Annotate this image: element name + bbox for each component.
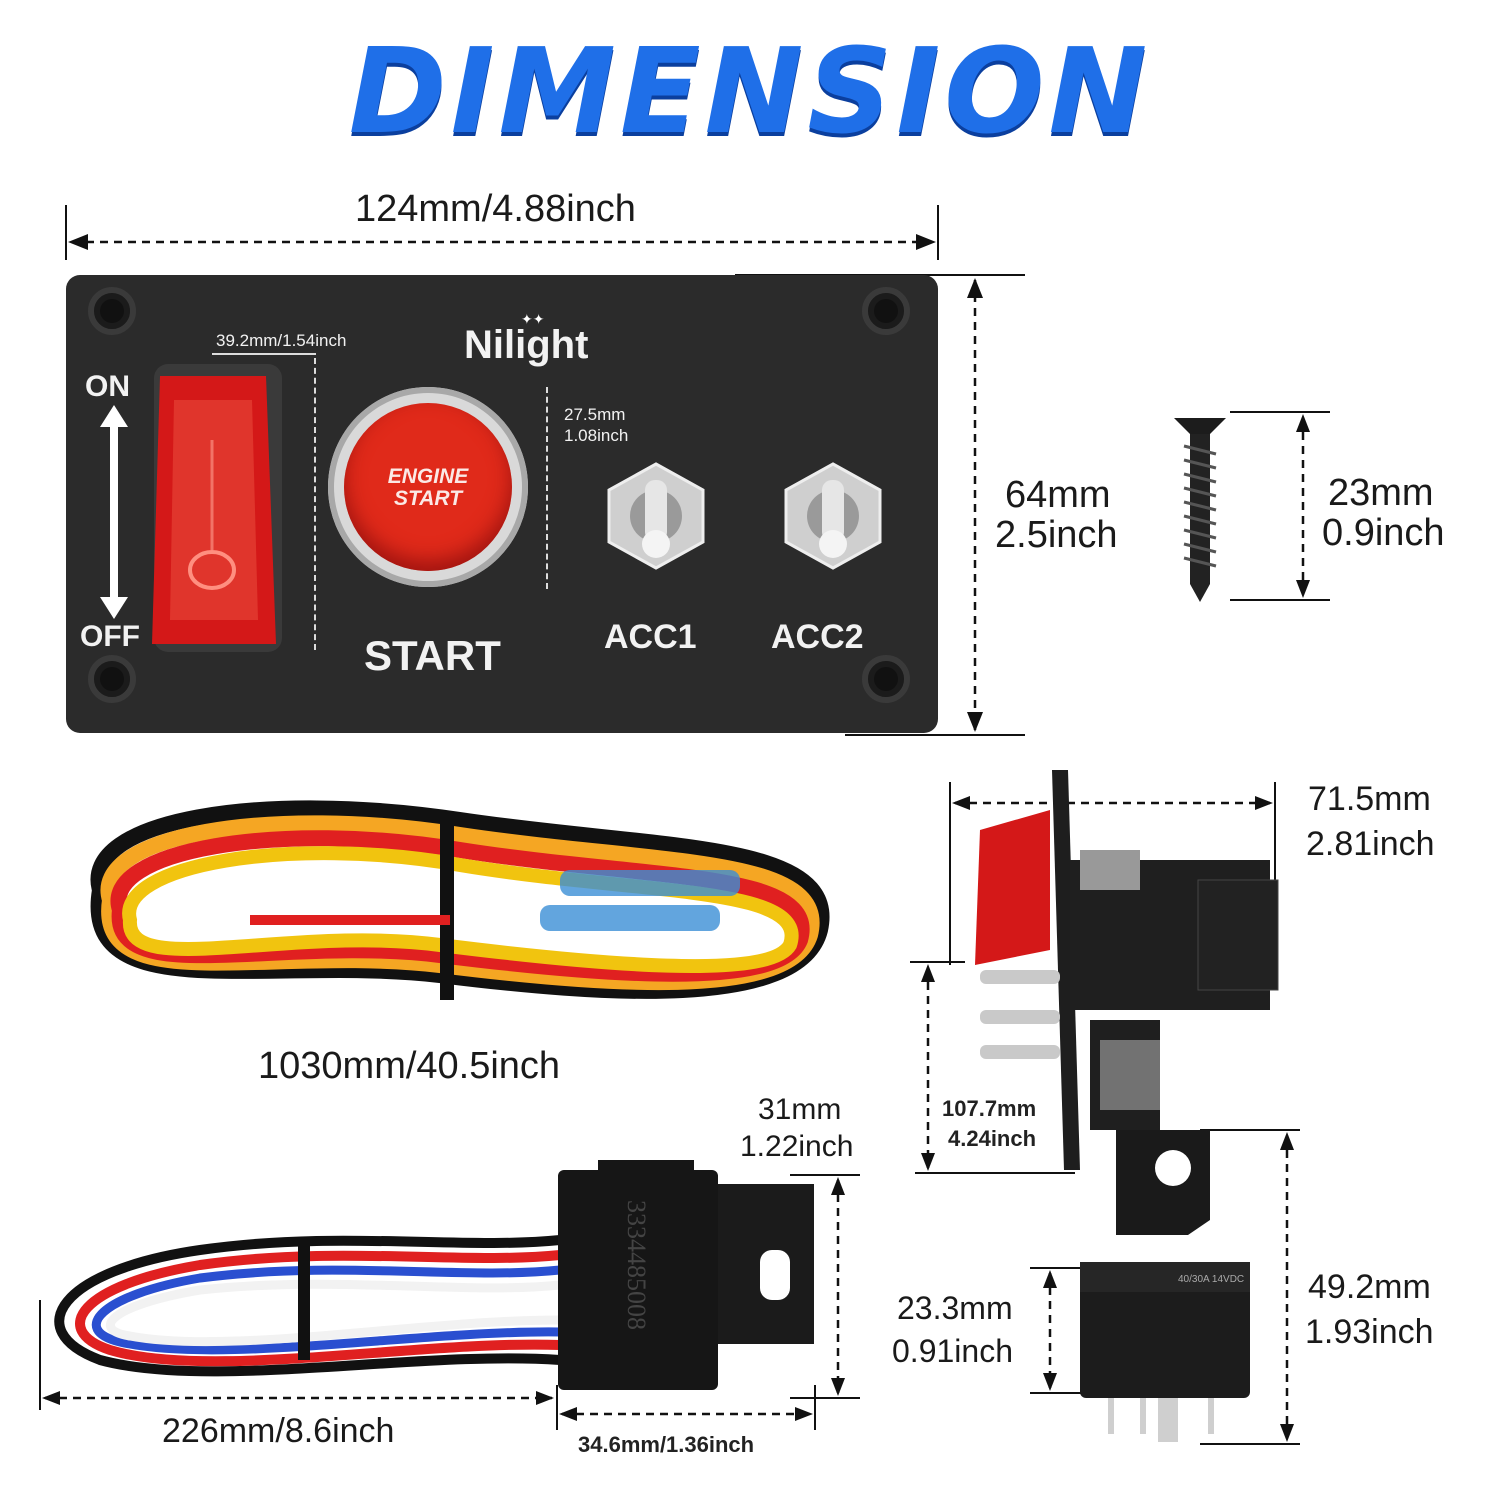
screw-length-mm: 23mm: [1328, 472, 1434, 514]
relay-image: 40/30A 14VDC: [1080, 1130, 1250, 1442]
relay-total-mm: 49.2mm: [1308, 1268, 1431, 1306]
switch-panel: Nilight ✦✦ 39.2mm/1.54inch ON OFF ENGINE…: [66, 275, 938, 733]
cover-width-label: 39.2mm/1.54inch: [216, 331, 347, 350]
cover-dim-top: [212, 353, 316, 355]
side-view-image: [975, 770, 1279, 1170]
screw-image: [1174, 418, 1226, 602]
mount-hole: [862, 655, 910, 703]
button-diam-mm: 27.5mm: [564, 405, 626, 424]
side-depth-inch: 2.81inch: [1306, 825, 1435, 863]
acc2-label: ACC2: [771, 618, 864, 656]
button-text-engine: ENGINE: [387, 465, 469, 488]
acc1-toggle-switch[interactable]: [601, 460, 711, 570]
button-text-start: START: [393, 487, 463, 510]
socket-width-label: 34.6mm/1.36inch: [578, 1432, 755, 1457]
relay-body-inch: 0.91inch: [892, 1333, 1013, 1369]
on-label: ON: [85, 370, 130, 403]
socket-part-number: 3334485008: [622, 1200, 651, 1330]
panel-height-inch: 2.5inch: [995, 514, 1118, 556]
sparkle-icon: ✦✦: [521, 311, 545, 327]
side-height-inch: 4.24inch: [948, 1126, 1037, 1151]
socket-height-mm: 31mm: [758, 1093, 842, 1126]
acc2-toggle-switch[interactable]: [778, 460, 888, 570]
button-diam-inch: 1.08inch: [564, 426, 629, 445]
harness-length-label: 1030mm/40.5inch: [258, 1045, 561, 1087]
socket-height-inch: 1.22inch: [740, 1130, 854, 1163]
engine-start-button[interactable]: ENGINE START: [328, 387, 528, 587]
mount-hole: [88, 655, 136, 703]
off-label: OFF: [80, 620, 140, 653]
start-label: START: [364, 632, 501, 679]
relay-spec-text: 40/30A 14VDC: [1178, 1274, 1244, 1285]
panel-width-label: 124mm/4.88inch: [355, 188, 636, 230]
panel-height-mm: 64mm: [1005, 474, 1111, 516]
updown-arrow-icon: [100, 405, 128, 619]
brand-logo: Nilight: [464, 323, 589, 367]
button-dim-line: [546, 387, 550, 589]
relay-harness-length-label: 226mm/8.6inch: [162, 1412, 395, 1450]
relay-total-inch: 1.93inch: [1305, 1313, 1434, 1351]
mount-hole: [88, 287, 136, 335]
mount-hole: [862, 287, 910, 335]
relay-harness-image: 3334485008: [54, 1160, 814, 1390]
wire-harness-image: [90, 800, 830, 1000]
page-title: DIMENSION: [348, 22, 1152, 160]
screw-length-inch: 0.9inch: [1322, 512, 1445, 554]
ignition-toggle-cover[interactable]: [148, 360, 298, 660]
side-depth-mm: 71.5mm: [1308, 780, 1431, 818]
acc1-label: ACC1: [604, 618, 697, 656]
relay-body-mm: 23.3mm: [897, 1290, 1013, 1326]
cover-dim-line: [314, 358, 318, 650]
side-height-mm: 107.7mm: [942, 1096, 1037, 1121]
